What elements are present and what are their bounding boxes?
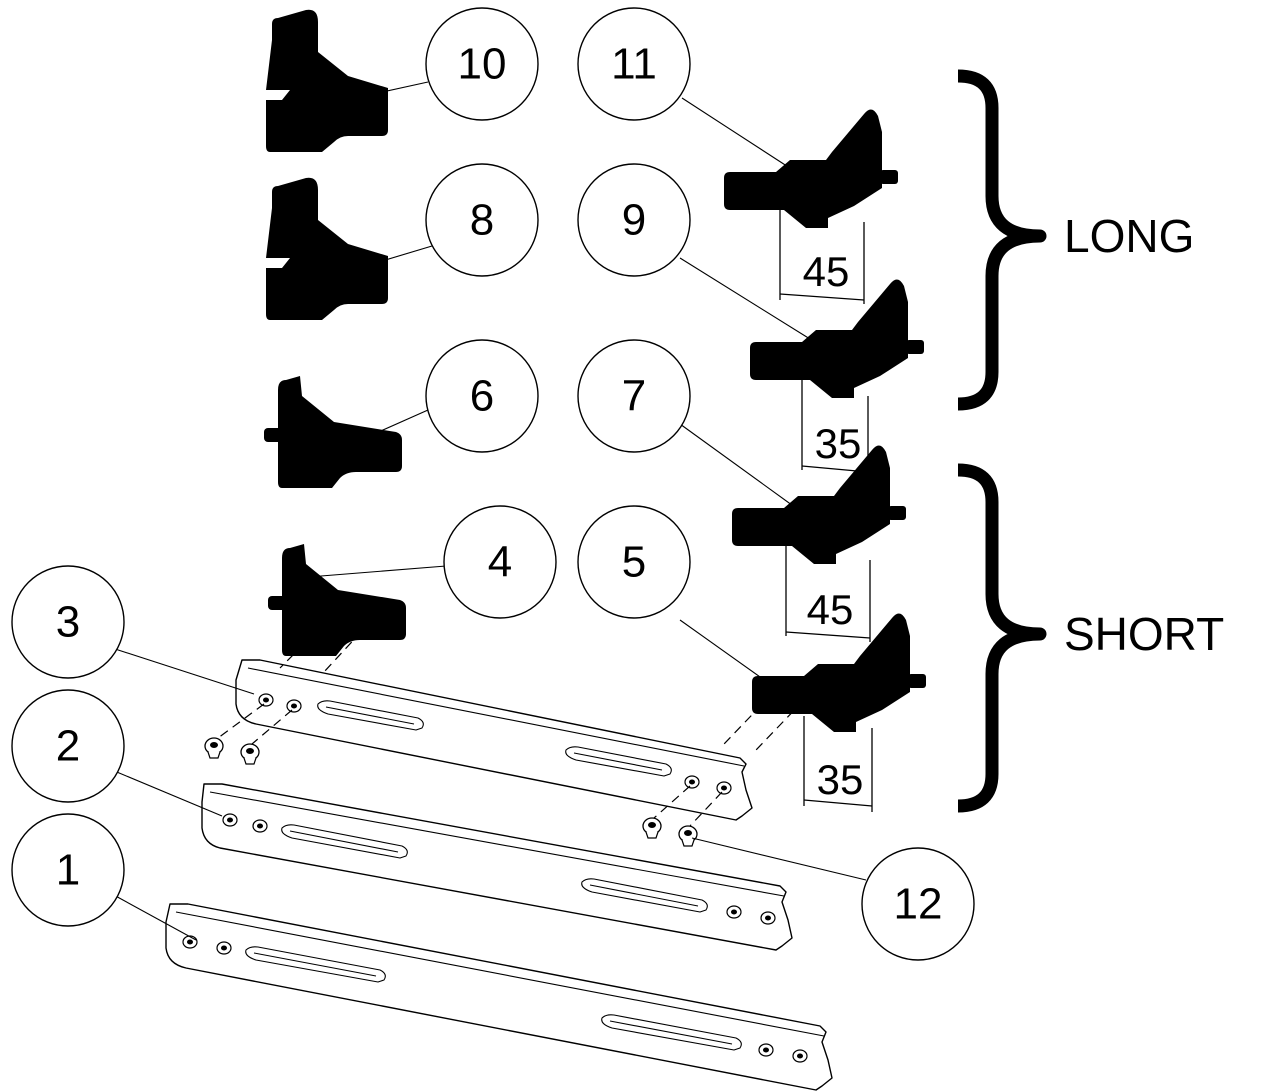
callout-8-label: 8	[470, 196, 494, 245]
callout-5: 5	[577, 505, 691, 619]
callout-12-label: 12	[894, 880, 943, 929]
callout-3: 3	[11, 565, 125, 679]
dimension-long-upper: 45	[779, 210, 865, 304]
bracket-part-11	[724, 109, 898, 228]
callout-9: 9	[577, 163, 691, 277]
callout-7: 7	[577, 339, 691, 453]
callout-11: 11	[577, 7, 691, 121]
callout-12: 12	[861, 847, 975, 961]
callout-1-label: 1	[56, 846, 80, 895]
screw-group-right	[642, 817, 698, 847]
callout-5-label: 5	[622, 538, 646, 587]
callout-6-label: 6	[470, 372, 494, 421]
brace-long	[957, 69, 1047, 411]
dimension-long-upper-value: 45	[803, 248, 850, 295]
rail-part-2	[201, 783, 793, 951]
callout-1: 1	[11, 813, 125, 927]
callout-4-label: 4	[488, 538, 512, 587]
dimension-short-upper-value: 45	[807, 586, 854, 633]
assembly-lines	[217, 611, 805, 827]
leader-lines	[111, 81, 867, 941]
callout-6: 6	[425, 339, 539, 453]
dimension-short-lower: 35	[803, 716, 873, 812]
callout-8: 8	[425, 163, 539, 277]
rail-part-1	[165, 903, 833, 1091]
callout-4: 4	[443, 505, 557, 619]
dimension-long-lower-value: 35	[815, 420, 862, 467]
callout-10-label: 10	[458, 40, 507, 89]
dimension-short-upper: 45	[785, 546, 871, 642]
rail-part-3	[235, 659, 753, 821]
callout-2-label: 2	[56, 722, 80, 771]
bracket-part-4	[268, 544, 406, 656]
group-label-short: SHORT	[1064, 608, 1224, 660]
bracket-part-6	[264, 376, 402, 488]
callout-2: 2	[11, 689, 125, 803]
bracket-part-10	[266, 9, 388, 152]
callout-3-label: 3	[56, 598, 80, 647]
group-label-long: LONG	[1064, 210, 1194, 262]
screw-group-left	[204, 737, 260, 765]
callout-10: 10	[425, 7, 539, 121]
brace-short	[957, 463, 1047, 813]
callout-9-label: 9	[622, 196, 646, 245]
callout-11-label: 11	[611, 40, 657, 89]
callout-7-label: 7	[622, 372, 646, 421]
bracket-part-8	[266, 177, 388, 320]
dimension-long-lower: 35	[801, 380, 869, 476]
bracket-part-9	[750, 279, 924, 398]
dimension-short-lower-value: 35	[817, 756, 864, 803]
